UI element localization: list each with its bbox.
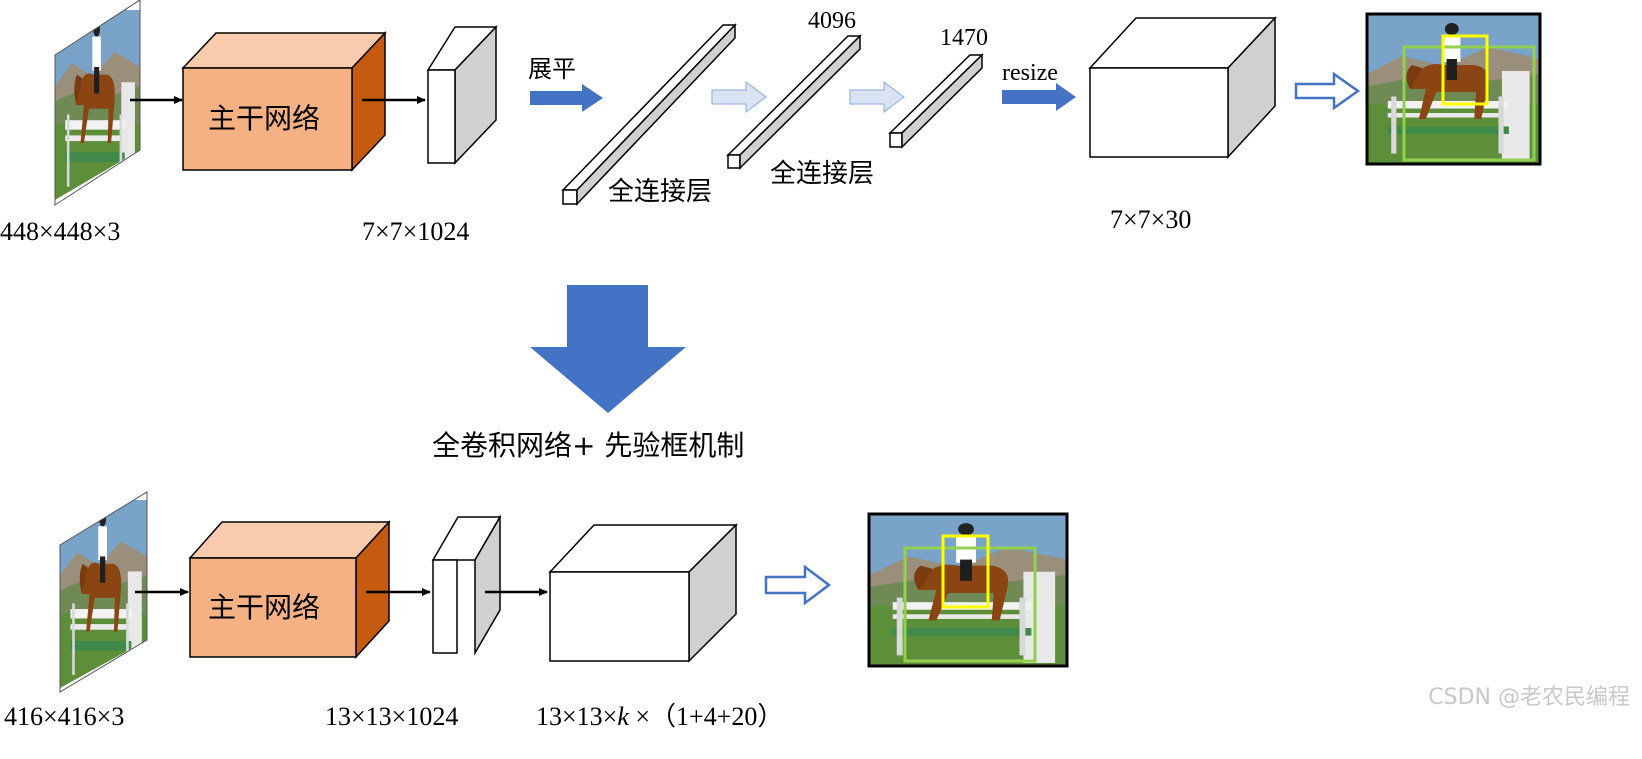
top-backbone-label: 主干网络 bbox=[208, 102, 320, 135]
transition-arrow bbox=[530, 285, 686, 413]
arrow-fc1-to-fc2 bbox=[711, 81, 767, 113]
watermark: CSDN @老农民编程 bbox=[1428, 685, 1630, 710]
bottom-feature-size: 13×13×1024 bbox=[325, 702, 458, 731]
flatten-label: 展平 bbox=[528, 55, 576, 83]
top-result-image bbox=[1365, 12, 1542, 166]
bottom-result-yellow-box bbox=[941, 534, 990, 609]
transition-label: 全卷积网络+ 先验框机制 bbox=[432, 429, 744, 462]
resize-label: resize bbox=[1002, 60, 1058, 86]
bottom-result-arrow bbox=[764, 564, 832, 606]
fc2-label: 全连接层 bbox=[770, 159, 874, 189]
bottom-backbone-block bbox=[188, 520, 391, 659]
top-result-arrow bbox=[1294, 71, 1361, 111]
bottom-backbone-label: 主干网络 bbox=[208, 591, 320, 624]
fc1-bar bbox=[561, 23, 737, 206]
fc1-units: 4096 bbox=[808, 8, 856, 34]
flatten-arrow bbox=[530, 84, 603, 112]
top-output-size: 7×7×30 bbox=[1110, 205, 1191, 234]
fc1-label: 全连接层 bbox=[608, 177, 712, 207]
resize-arrow bbox=[1002, 83, 1076, 111]
fc2-bar bbox=[726, 34, 862, 170]
fc3-bar bbox=[888, 53, 984, 149]
top-feature-map bbox=[426, 25, 498, 165]
bottom-feature-map bbox=[431, 514, 502, 656]
top-input-image bbox=[54, 0, 141, 206]
bottom-input-size: 416×416×3 bbox=[4, 702, 124, 731]
bottom-output-cube bbox=[548, 523, 738, 663]
top-backbone-block bbox=[181, 31, 387, 172]
bottom-result-green-box bbox=[903, 546, 1037, 663]
bottom-input-image bbox=[59, 491, 148, 693]
arrow-fc2-to-fc3 bbox=[849, 81, 905, 113]
top-input-size: 448×448×3 bbox=[0, 217, 120, 246]
top-output-cube bbox=[1088, 16, 1277, 159]
top-result-green-box bbox=[1402, 45, 1536, 162]
bottom-result-image bbox=[867, 512, 1069, 668]
fc2-units: 1470 bbox=[940, 25, 988, 51]
top-result-yellow-box bbox=[1441, 34, 1489, 106]
top-feature-size: 7×7×1024 bbox=[362, 217, 469, 246]
bottom-output-size: 13×13×k ×（1+4+20） bbox=[536, 702, 783, 731]
